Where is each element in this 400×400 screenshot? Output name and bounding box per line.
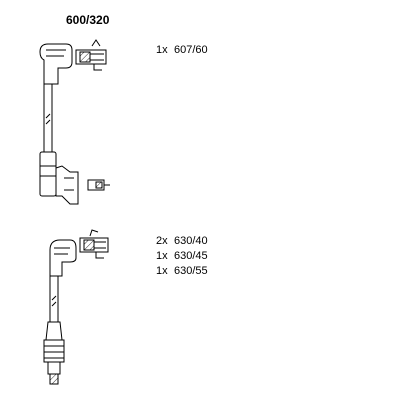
- part-ref: 630/55: [174, 265, 208, 277]
- cable-2-list: 2x 630/40 1x 630/45 1x 630/55: [156, 235, 208, 277]
- qty-label: 1x: [156, 250, 168, 262]
- part-ref: 607/60: [174, 44, 208, 56]
- cable-2-drawing: [43, 229, 109, 385]
- terminal-top-2: [79, 229, 109, 259]
- cable-1-list: 1x 607/60: [156, 44, 208, 56]
- qty-label: 1x: [156, 44, 168, 56]
- part-ref: 630/40: [174, 235, 208, 247]
- terminal-side-1: [87, 179, 110, 191]
- qty-label: 2x: [156, 235, 168, 247]
- terminal-top-1: [75, 39, 107, 71]
- diagram-title: 600/320: [66, 13, 110, 27]
- part-ref: 630/45: [174, 250, 208, 262]
- qty-label: 1x: [156, 265, 168, 277]
- cable-1-drawing: [39, 39, 110, 205]
